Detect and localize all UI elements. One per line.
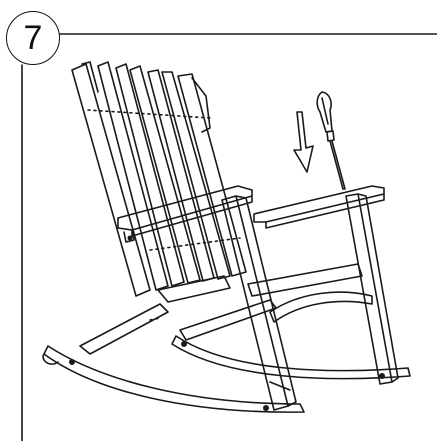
- chair-right-armrest: [253, 185, 385, 229]
- down-arrow-icon: [293, 111, 314, 173]
- step-number: 7: [23, 19, 43, 57]
- chair-rockers: [42, 303, 411, 413]
- screwdriver-icon: [316, 91, 346, 190]
- chair-backrest: [71, 61, 247, 297]
- screw-holes: [69, 235, 385, 411]
- chair-left-armrest: [117, 185, 253, 243]
- chair-seat-frame: [149, 263, 373, 341]
- step-number-badge: 7: [6, 11, 60, 65]
